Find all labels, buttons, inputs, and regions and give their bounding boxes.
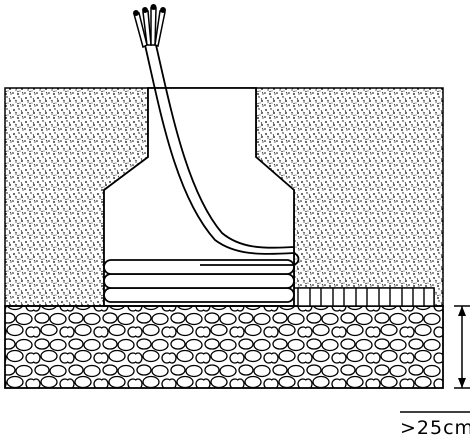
- depth-dimension: [400, 305, 470, 413]
- cable-wire-ends: [133, 4, 166, 49]
- depth-label: >25cm: [400, 417, 470, 439]
- gravel-layer: [4, 305, 444, 389]
- cable-coils: [103, 259, 295, 303]
- brick-row: [297, 287, 435, 307]
- cable: [144, 44, 300, 266]
